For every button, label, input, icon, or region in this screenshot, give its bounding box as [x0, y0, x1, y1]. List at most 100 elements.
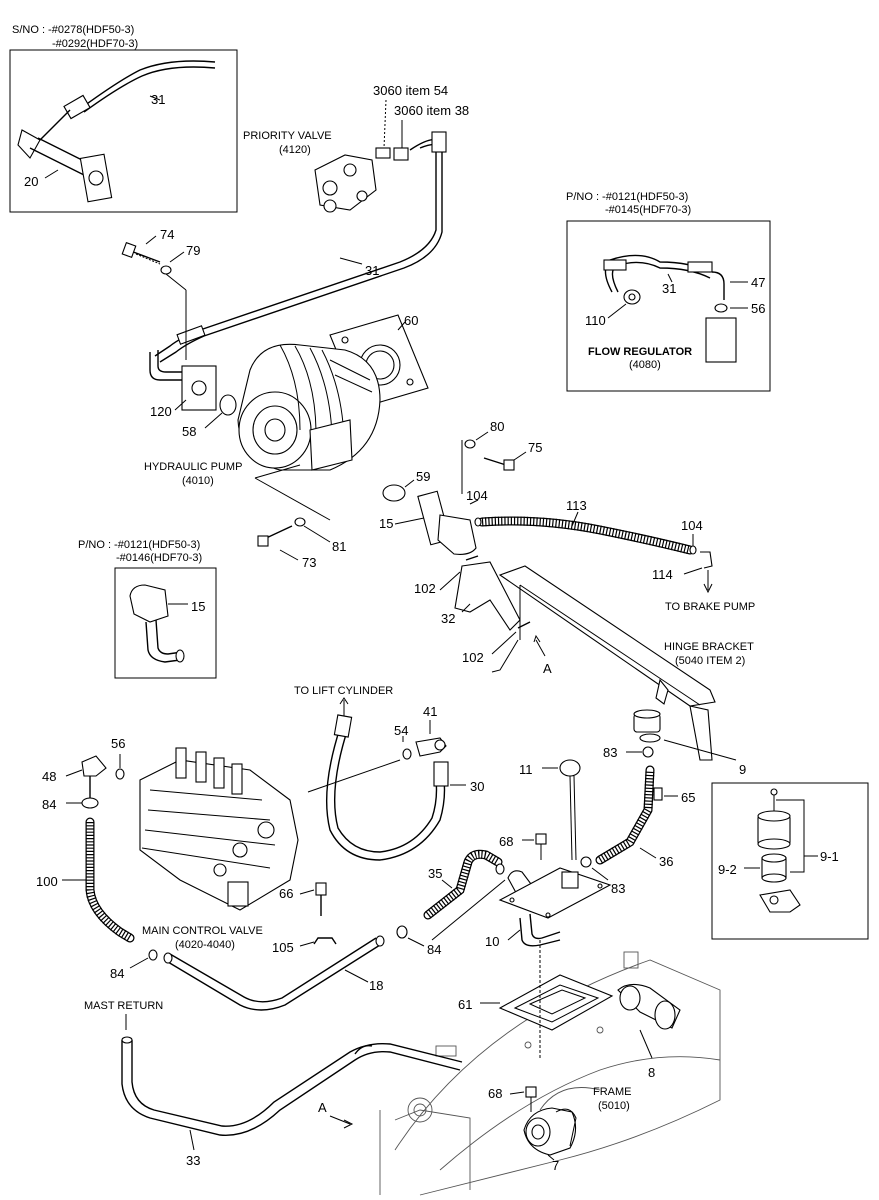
callout-113: 113	[566, 498, 587, 513]
callout-18: 18	[369, 978, 383, 993]
pno-a-line1: P/NO : -#0121(HDF50-3)	[566, 191, 688, 203]
pno-a-line2: -#0145(HDF70-3)	[605, 204, 691, 216]
dipstick-11: 11	[519, 759, 581, 861]
main-control-valve-label: MAIN CONTROL VALVE	[142, 925, 263, 937]
callout-65: 65	[681, 790, 695, 805]
hydraulic-pump-label: HYDRAULIC PUMP	[144, 461, 242, 473]
callout-A2: A	[318, 1100, 327, 1115]
bolt-73-washer-81: 81 73	[257, 517, 346, 570]
callout-102: 102	[414, 581, 436, 596]
bolt-68: 68	[499, 833, 547, 860]
flow-regulator-ref: (4080)	[629, 359, 661, 371]
callout-74: 74	[160, 227, 174, 242]
pno-b-line1: P/NO : -#0121(HDF50-3)	[78, 539, 200, 551]
callout-73: 73	[302, 555, 316, 570]
priority-valve: PRIORITY VALVE (4120) 3060 item 54 3060 …	[243, 83, 469, 213]
callout-105: 105	[272, 940, 294, 955]
callout-68b: 68	[488, 1086, 502, 1101]
callout-80: 80	[490, 419, 504, 434]
callout-102b: 102	[462, 650, 484, 665]
breather-9: 9	[633, 709, 746, 777]
callout-9-2: 9-2	[718, 862, 737, 877]
callout-10: 10	[485, 934, 499, 949]
gasket-61: 61	[458, 940, 614, 1060]
callout-31c: 31	[662, 281, 676, 296]
callout-60: 60	[404, 313, 418, 328]
priority-valve-ref: (4120)	[279, 144, 311, 156]
callout-104: 104	[466, 488, 488, 503]
callout-20: 20	[24, 174, 38, 189]
hydraulic-pump-ref: (4010)	[182, 475, 214, 487]
callout-15b: 15	[191, 599, 205, 614]
callout-31b: 31	[365, 263, 379, 278]
return-hose-18: 18 84	[163, 925, 441, 1011]
callout-110: 110	[585, 313, 606, 328]
callout-58: 58	[182, 424, 196, 439]
callout-48: 48	[42, 769, 56, 784]
hinge-bracket: HINGE BRACKET (5040 ITEM 2)	[498, 565, 754, 761]
bolt-75-washer-80: 80 75 59	[382, 419, 542, 502]
callout-84c: 84	[110, 966, 124, 981]
bolt-74-washer-79: 74 79	[121, 227, 200, 360]
callout-11: 11	[519, 762, 533, 777]
callout-120: 120	[150, 404, 172, 419]
priority-valve-label: PRIORITY VALVE	[243, 130, 332, 142]
callout-83b: 83	[611, 881, 625, 896]
callout-114: 114	[652, 567, 673, 582]
callout-A: A	[543, 661, 552, 676]
frame-label: FRAME	[593, 1086, 632, 1098]
callout-59: 59	[416, 469, 430, 484]
pressure-line-31: 31	[154, 131, 447, 363]
suction-fitting-15: 15 104	[379, 488, 488, 555]
callout-35: 35	[428, 866, 442, 881]
hinge-bracket-ref: (5040 ITEM 2)	[675, 655, 745, 667]
bracket-32: 102 32 102 A	[414, 555, 552, 676]
pno-b-line2: -#0146(HDF70-3)	[116, 552, 202, 564]
callout-54: 54	[394, 723, 408, 738]
lift-cylinder-line: TO LIFT CYLINDER 54 41 30	[294, 685, 484, 861]
inset-flow-regulator-box: P/NO : -#0121(HDF50-3) -#0145(HDF70-3) 4…	[566, 191, 771, 392]
callout-31: 31	[151, 92, 165, 107]
return-filter-7: 68 7	[488, 1086, 577, 1173]
bolt-66-clip-105: 66 105	[272, 882, 337, 955]
callout-7: 7	[552, 1158, 559, 1173]
callout-8: 8	[648, 1065, 655, 1080]
callout-100: 100	[36, 874, 58, 889]
return-hose-100: 56 48 84 100 84	[36, 736, 158, 981]
callout-32: 32	[441, 611, 455, 626]
frame: FRAME (5010)	[379, 951, 721, 1196]
callout-47: 47	[751, 275, 765, 290]
callout-84: 84	[42, 797, 56, 812]
flow-regulator-label: FLOW REGULATOR	[588, 346, 692, 358]
sno-note-line2: -#0292(HDF70-3)	[52, 38, 138, 50]
callout-84b: 84	[427, 942, 441, 957]
callout-68: 68	[499, 834, 513, 849]
callout-104b: 104	[681, 518, 703, 533]
hydraulic-pump: 60 HYDRAULIC PUMP (4010)	[144, 313, 429, 521]
tank-lid-10: 10 83	[485, 856, 625, 949]
callout-15: 15	[379, 516, 393, 531]
callout-61: 61	[458, 997, 472, 1012]
callout-56b: 56	[111, 736, 125, 751]
strainer-8: 8	[617, 983, 681, 1080]
mast-return-pipe-33: MAST RETURN 33 A	[84, 1000, 463, 1168]
callout-56: 56	[751, 301, 765, 316]
callout-9: 9	[739, 762, 746, 777]
mast-return-label: MAST RETURN	[84, 1000, 163, 1012]
callout-79: 79	[186, 243, 200, 258]
callout-83a: 83	[603, 745, 617, 760]
inset-sno-box: S/NO : -#0278(HDF50-3) -#0292(HDF70-3) 3…	[9, 24, 238, 213]
inset-breather-box: 9-1 9-2	[711, 782, 869, 940]
inset-fitting-15-box: P/NO : -#0121(HDF50-3) -#0146(HDF70-3) 1…	[78, 539, 217, 679]
hinge-bracket-label: HINGE BRACKET	[664, 641, 754, 653]
callout-30: 30	[470, 779, 484, 794]
callout-36: 36	[659, 854, 673, 869]
to-brake-pump-label: TO BRAKE PUMP	[665, 601, 755, 613]
ref-3060-item-54: 3060 item 54	[373, 83, 448, 98]
to-lift-cylinder-label: TO LIFT CYLINDER	[294, 685, 393, 697]
fitting-120: 120 58	[149, 350, 237, 439]
callout-33: 33	[186, 1153, 200, 1168]
hose-113: 113 104 114 TO BRAKE PUMP	[474, 498, 755, 613]
callout-66: 66	[279, 886, 293, 901]
